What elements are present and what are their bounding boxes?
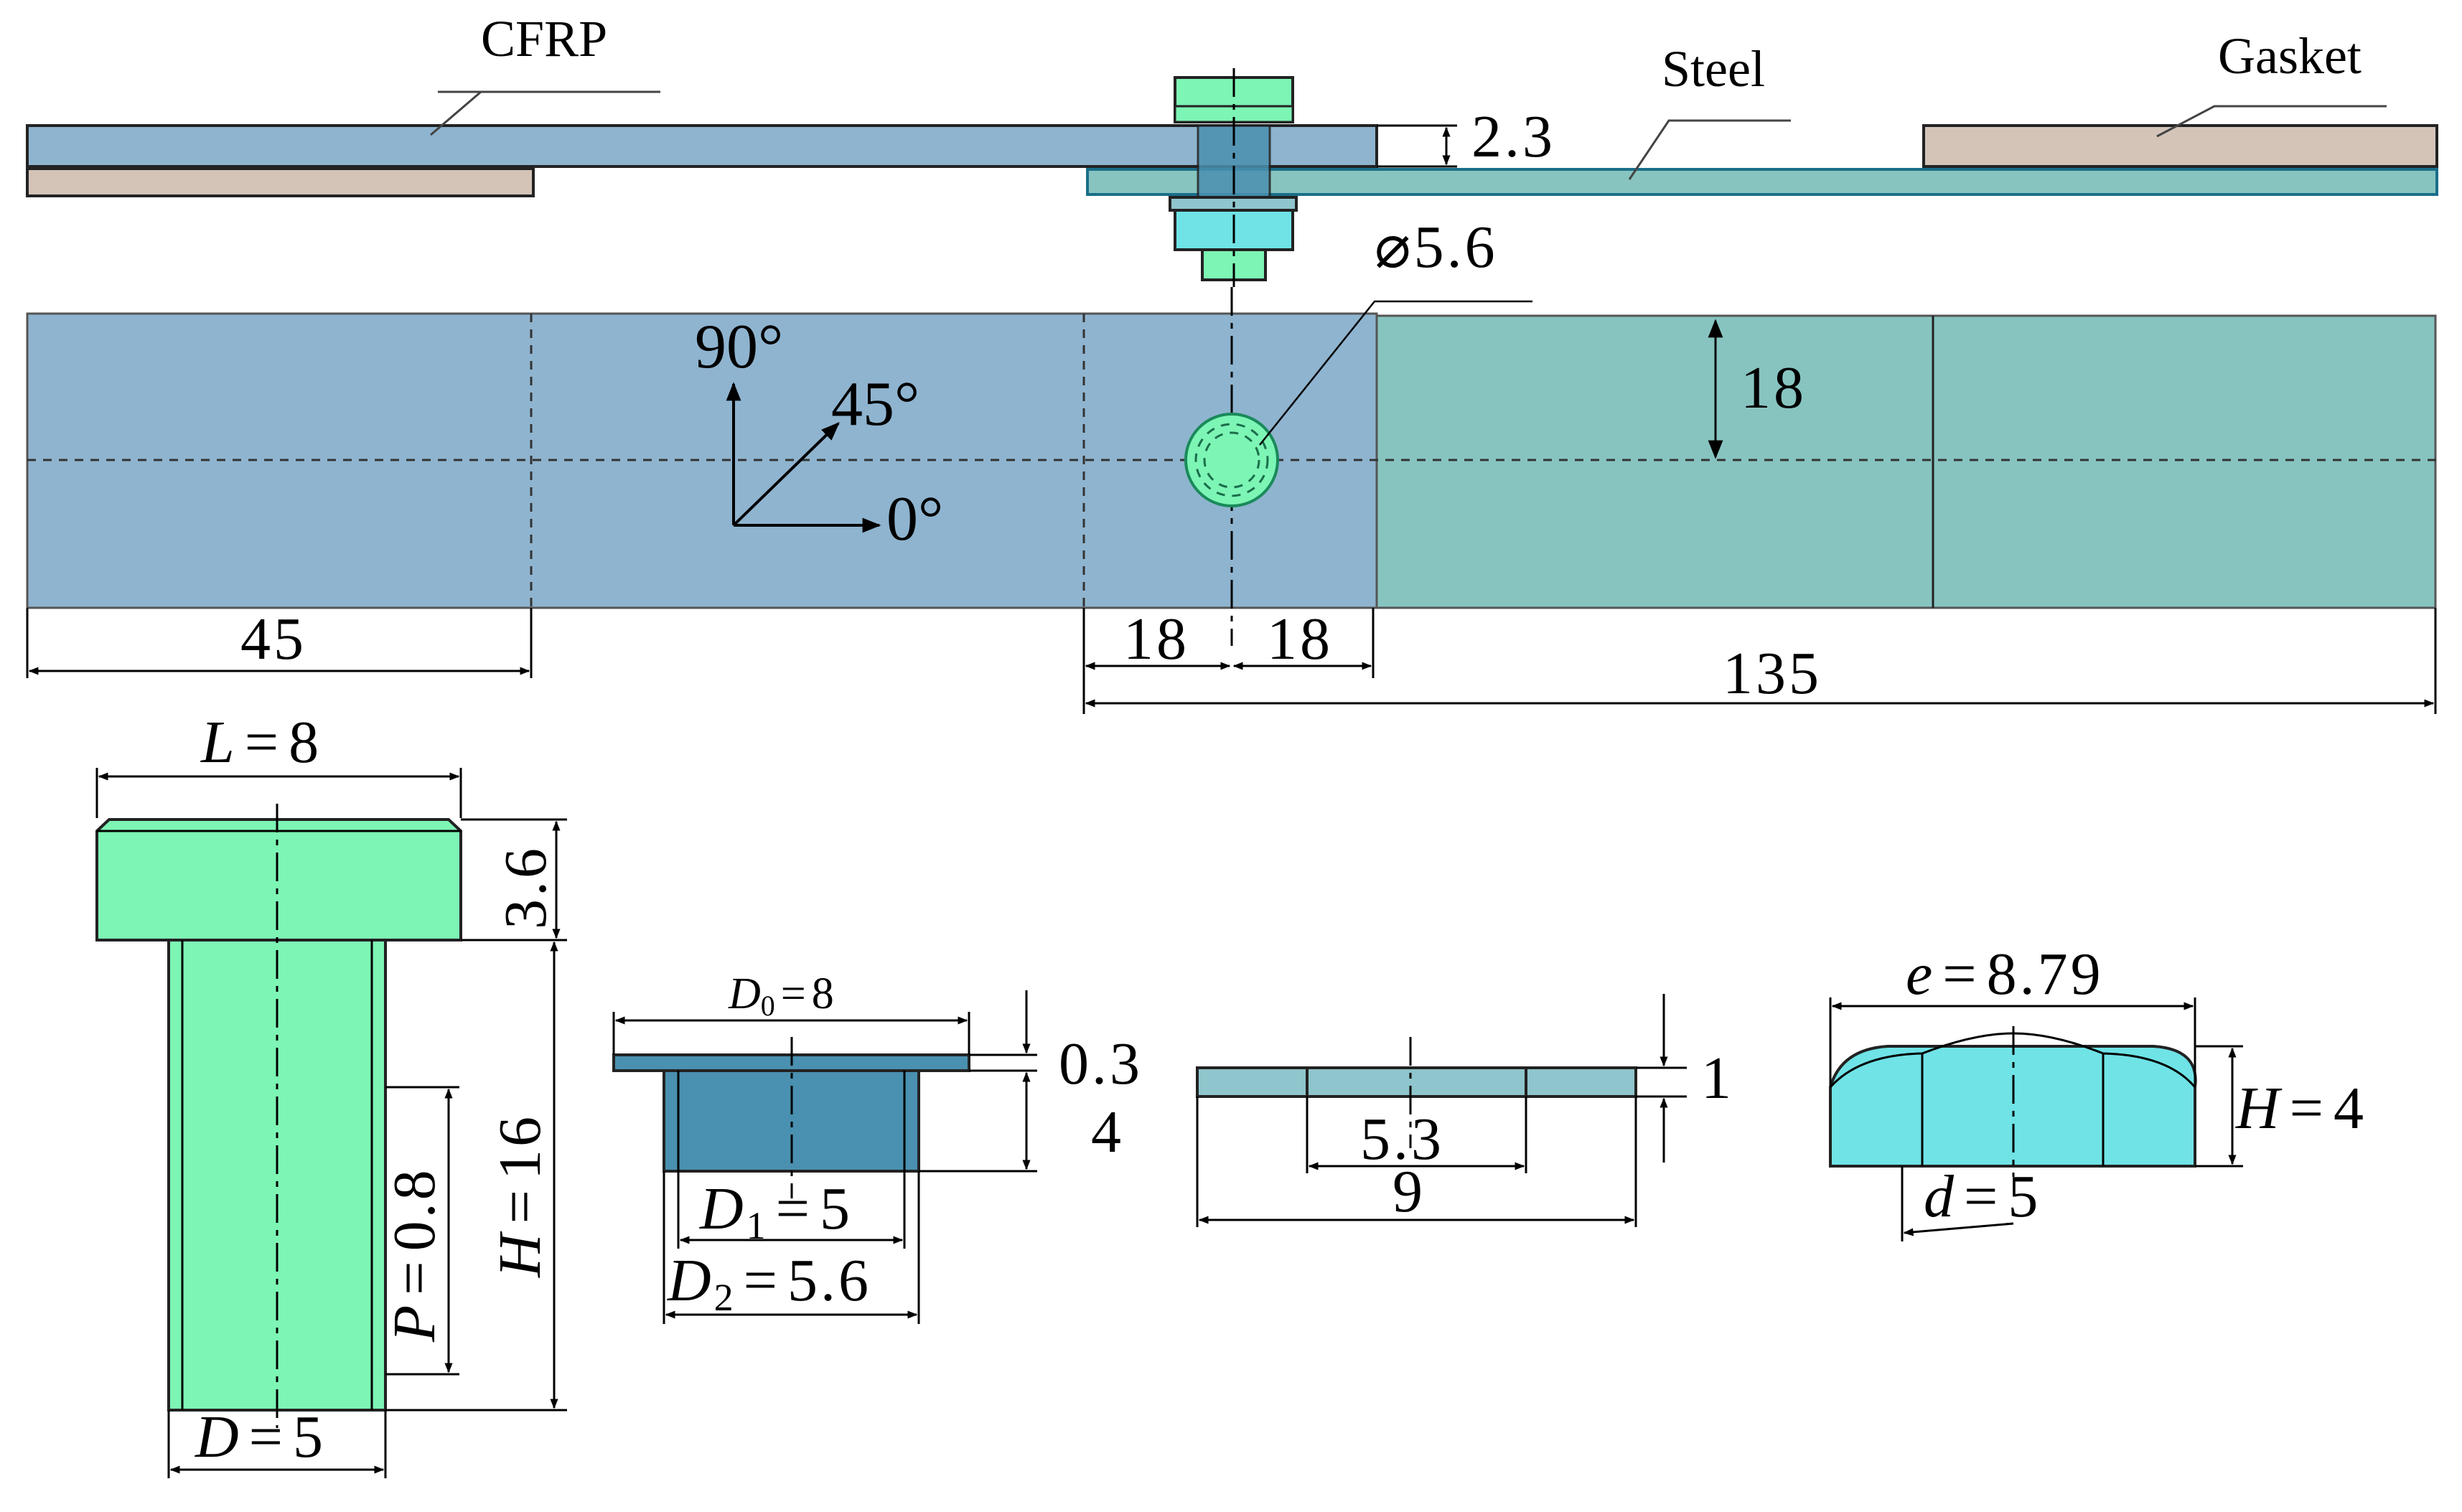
nut-d-dim: d=5 [1924,1163,2041,1230]
bolt-P-dim: P=0.8 [381,1167,448,1343]
washer-outer-right [1525,1066,1637,1098]
washer-inner [1306,1066,1527,1098]
dim-135: 135 [1723,640,1822,707]
washer-inner-dim: 5.3 [1360,1106,1444,1173]
angle-0-label: 0° [886,484,943,554]
dim-45: 45 [240,606,306,672]
axis-45 [732,422,840,527]
cfrp-plate-side [26,124,1378,168]
sleeve-height-dim: 4 [1091,1099,1124,1165]
bolt-L-dim: L=8 [200,709,322,776]
angle-90-label: 90° [695,312,783,382]
hole-leader [1259,300,1532,446]
sleeve-flange-dim: 0.3 [1059,1030,1143,1097]
sleeve-D0-dim: D0=8 [728,969,834,1022]
sleeve-detail: D0=8 0.3 4 D1=5 D2=5.6 [612,969,1143,1324]
angle-45-label: 45° [831,370,919,439]
bolt-head-height-dim: 3.6 [492,845,559,929]
plan-view: ⌀5.6 90° 45° 0° 18 45 18 18 135 [26,214,2437,714]
gasket-right-side [1922,124,2438,168]
side-view: CFRP Steel Gasket 2.3 [26,10,2438,287]
hole-diameter-dim: ⌀5.6 [1375,214,1498,281]
bolt-D-dim: D=5 [195,1404,326,1470]
sleeve-D1-dim: D1=5 [699,1175,853,1247]
dim-18-right: 18 [1267,606,1333,672]
washer-outer-dim: 9 [1393,1158,1426,1225]
nut-H-dim: H=4 [2235,1075,2367,1142]
bolt-H-dim: H=16 [487,1114,553,1278]
steel-plate-plan [1375,314,2437,609]
washer-outer-left [1196,1066,1309,1098]
steel-leader [1628,119,1791,180]
half-width-dim: 18 [1741,354,1807,421]
nut-detail: e=8.79 H=4 d=5 [1829,941,2367,1241]
gasket-label: Gasket [2218,27,2362,85]
sleeve-D2-dim: D2=5.6 [667,1247,871,1319]
gasket-leader [2156,105,2387,138]
gasket-left-side [26,167,535,197]
washer-thickness-dim: 1 [1701,1045,1734,1112]
steel-label: Steel [1662,40,1765,98]
bolt-detail: L=8 3.6 H=16 P=0.8 D=5 [95,709,567,1478]
washer-detail: 1 5.3 9 [1196,994,1734,1227]
cfrp-label: CFRP [481,10,607,67]
bolt-hole [1184,413,1279,507]
dim-18-left: 18 [1123,606,1189,672]
side-thickness-dim: 2.3 [1471,103,1555,170]
nut-e-dim: e=8.79 [1906,941,2104,1008]
bolt-head [95,818,462,942]
steel-plate-side [1086,168,2438,196]
